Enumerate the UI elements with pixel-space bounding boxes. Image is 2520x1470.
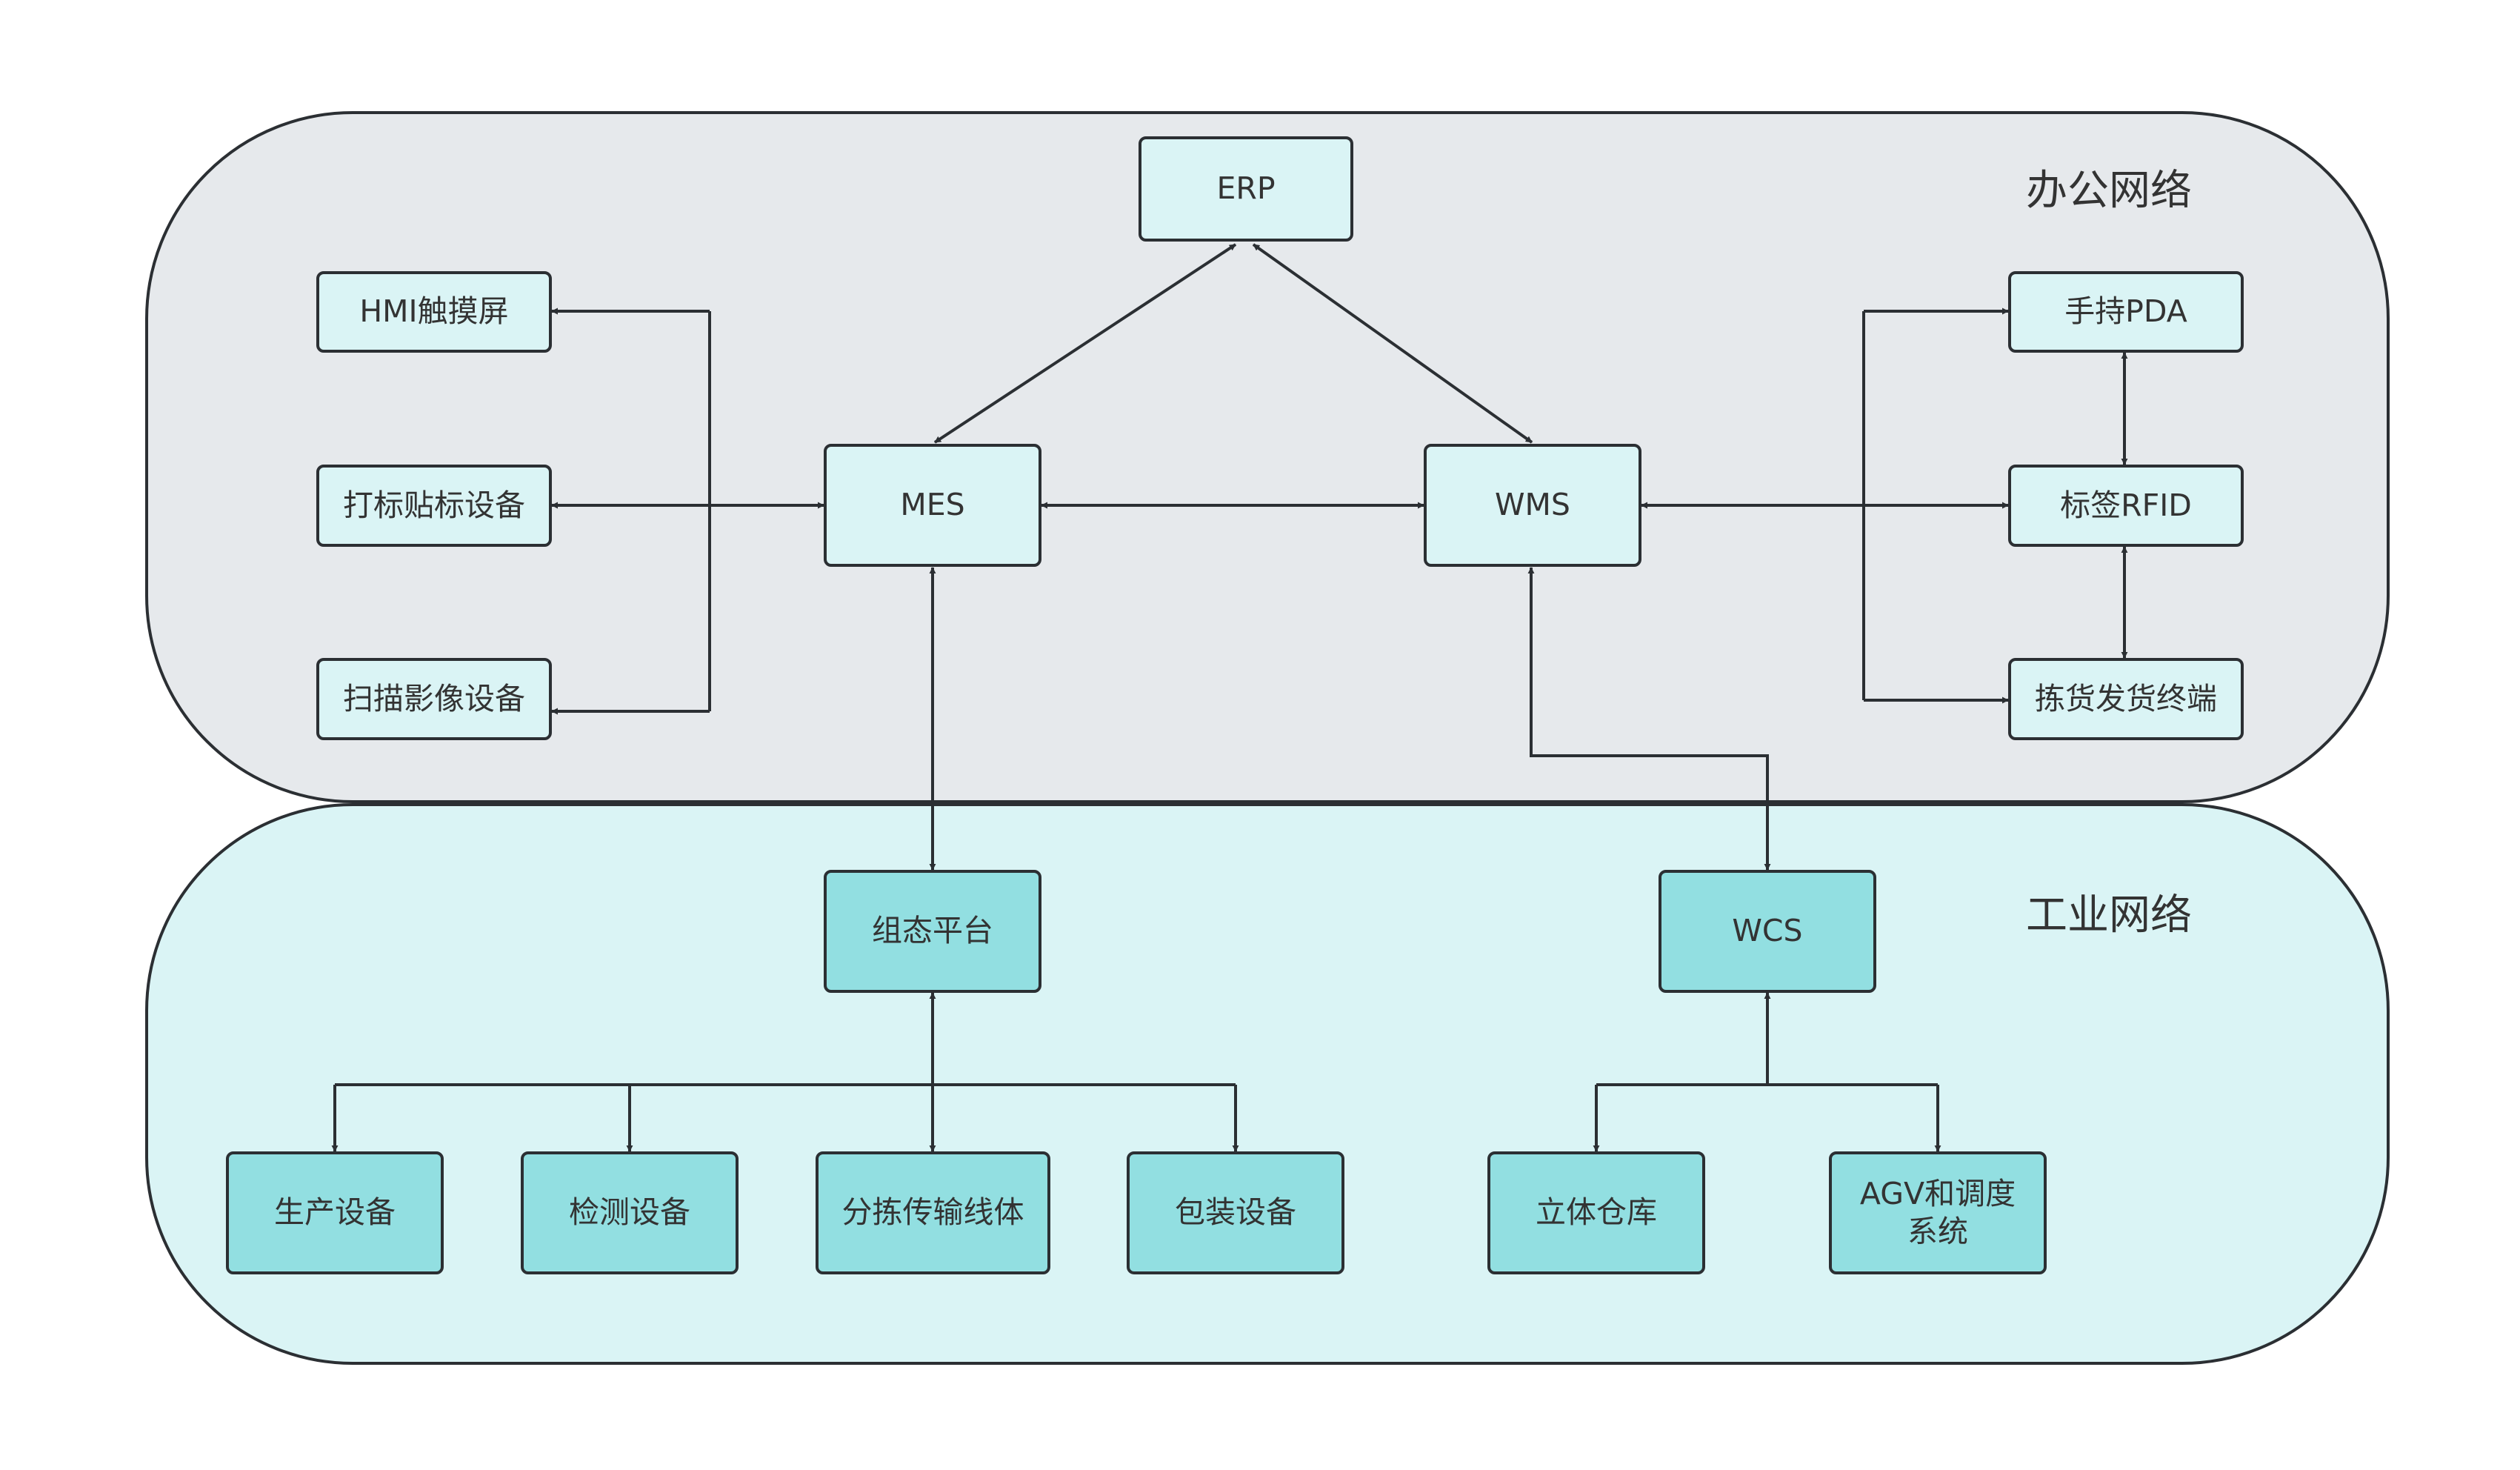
picking-shipping-terminal-node[interactable]: 拣货发货终端 (2008, 658, 2244, 740)
handheld-pda-node[interactable]: 手持PDA (2008, 271, 2244, 353)
scan-imaging-device-node[interactable]: 扫描影像设备 (316, 658, 552, 740)
sorting-conveyor-line-node[interactable]: 分拣传输线体 (816, 1151, 1050, 1274)
erp-node[interactable]: ERP (1139, 136, 1353, 242)
inspection-equipment-node[interactable]: 检测设备 (521, 1151, 739, 1274)
edge-wms-wcs (1527, 567, 1771, 871)
scada-platform-node[interactable]: 组态平台 (824, 870, 1041, 993)
wms-node[interactable]: WMS (1424, 444, 1641, 567)
label-printing-device-node[interactable]: 打标贴标设备 (316, 465, 552, 547)
packaging-equipment-node[interactable]: 包装设备 (1127, 1151, 1344, 1274)
mes-node[interactable]: MES (824, 444, 1041, 567)
edge-erp-wms (1252, 243, 1533, 444)
wcs-node[interactable]: WCS (1659, 870, 1876, 993)
rfid-tag-node[interactable]: 标签RFID (2008, 465, 2244, 547)
office-network-label: 办公网络 (2026, 167, 2192, 215)
production-equipment-node[interactable]: 生产设备 (226, 1151, 444, 1274)
edge-erp-mes (933, 243, 1237, 444)
hmi-touchscreen-node[interactable]: HMI触摸屏 (316, 271, 552, 353)
industrial-network-label: 工业网络 (2026, 891, 2192, 939)
agv-dispatch-system-node[interactable]: AGV和调度 系统 (1829, 1151, 2047, 1274)
stereo-warehouse-node[interactable]: 立体仓库 (1487, 1151, 1705, 1274)
